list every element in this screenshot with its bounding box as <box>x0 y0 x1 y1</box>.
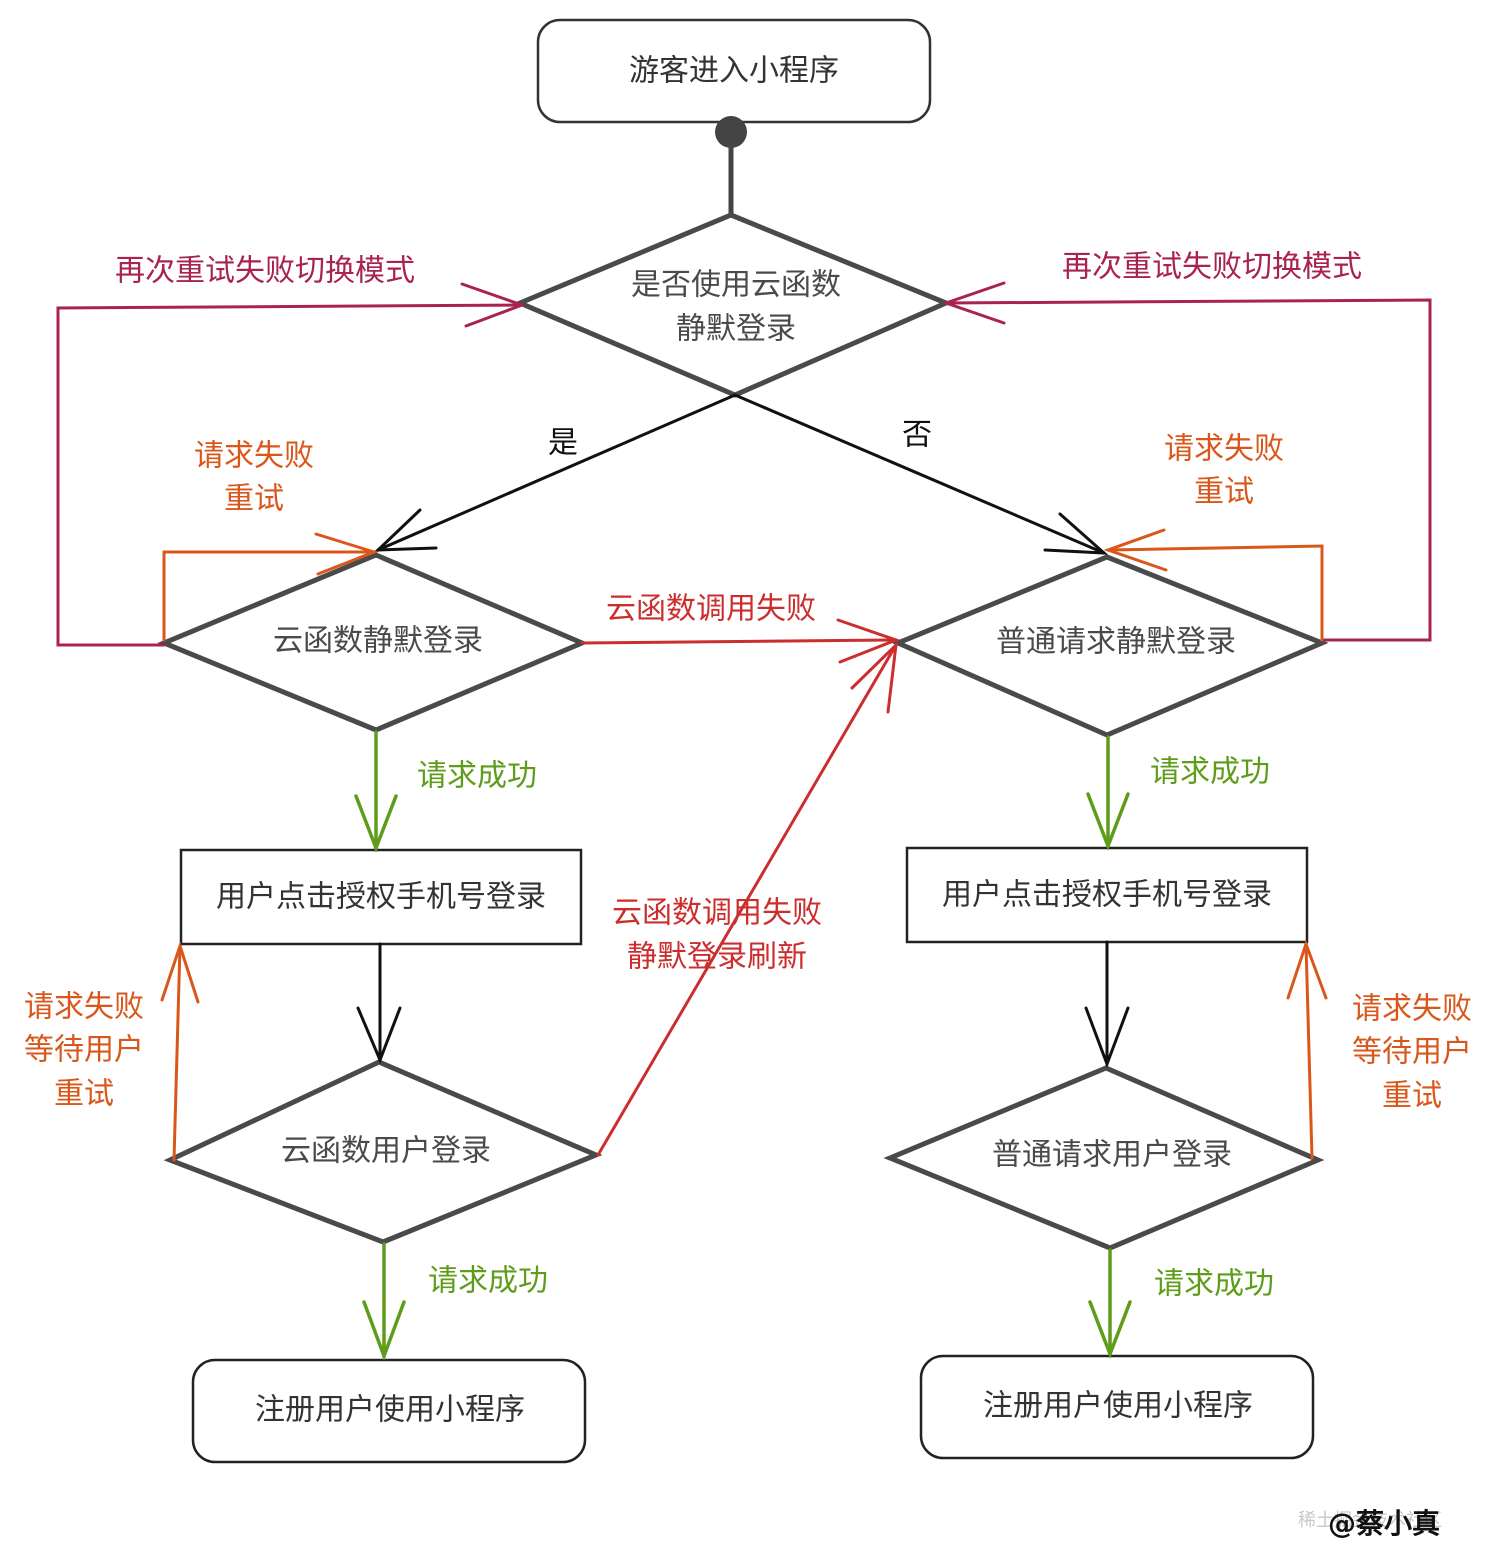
switch-mode-right-line <box>941 281 1432 642</box>
fail-retry-left-line1: 请求失败 <box>194 439 314 474</box>
wait-retry-left-line1: 请求失败 <box>24 990 144 1025</box>
cloud-fail-refresh-line1: 云函数调用失败 <box>612 896 822 931</box>
retry-loop-left <box>162 532 379 642</box>
register-right-label: 注册用户使用小程序 <box>983 1389 1253 1424</box>
yes-label: 是 <box>548 426 578 461</box>
normal-user-diamond <box>883 1065 1325 1251</box>
success-arrow-1 <box>354 730 398 853</box>
wait-retry-right-line2: 等待用户 <box>1352 1035 1472 1070</box>
signature: @蔡小真 <box>1328 1507 1440 1540</box>
wait-retry-right-arrow <box>1286 939 1328 1160</box>
success-label-4: 请求成功 <box>1154 1267 1274 1302</box>
wait-retry-right-line1: 请求失败 <box>1352 992 1472 1027</box>
cloud-user-diamond <box>163 1059 603 1245</box>
wait-retry-left-arrow <box>160 941 200 1162</box>
register-box-left <box>191 1358 587 1464</box>
decision-label-line2: 静默登录 <box>676 312 796 347</box>
switch-mode-right-label: 再次重试失败切换模式 <box>1062 250 1362 285</box>
success-label-2: 请求成功 <box>1150 755 1270 790</box>
no-label: 否 <box>902 418 932 453</box>
cloud-fail-label: 云函数调用失败 <box>606 592 816 627</box>
success-arrow-2 <box>1086 735 1130 851</box>
normal-silent-label: 普通请求静默登录 <box>996 625 1236 660</box>
switch-mode-left-label: 再次重试失败切换模式 <box>115 254 415 289</box>
decision-cloud-diamond <box>513 212 953 398</box>
no-arrow <box>733 393 1109 555</box>
retry-loop-right <box>1103 528 1324 642</box>
cloud-silent-diamond <box>157 552 589 733</box>
normal-silent-diamond <box>891 554 1329 738</box>
fail-retry-right-line1: 请求失败 <box>1164 432 1284 467</box>
wait-retry-left-line2: 等待用户 <box>24 1033 144 1068</box>
success-arrow-4 <box>1088 1248 1132 1359</box>
auth-left-down-arrow <box>356 942 402 1065</box>
cloud-fail-refresh-line2: 静默登录刷新 <box>627 940 807 975</box>
success-label-1: 请求成功 <box>417 759 537 794</box>
wait-retry-right-line3: 重试 <box>1382 1079 1442 1114</box>
fail-retry-left-line2: 重试 <box>224 482 284 517</box>
normal-user-label: 普通请求用户登录 <box>992 1138 1232 1173</box>
decision-label-line1: 是否使用云函数 <box>631 268 841 303</box>
auth-left-label: 用户点击授权手机号登录 <box>216 880 546 915</box>
fail-retry-right-line2: 重试 <box>1194 475 1254 510</box>
auth-right-label: 用户点击授权手机号登录 <box>942 878 1272 913</box>
switch-mode-left-line <box>56 282 527 647</box>
wait-retry-left-line3: 重试 <box>54 1077 114 1112</box>
cloud-fail-refresh-arrow <box>596 640 898 1157</box>
cloud-silent-label: 云函数静默登录 <box>273 624 483 659</box>
cloud-fail-arrow <box>580 618 901 664</box>
success-label-3: 请求成功 <box>428 1264 548 1299</box>
register-box-right <box>919 1354 1315 1460</box>
register-left-label: 注册用户使用小程序 <box>255 1393 525 1428</box>
yes-arrow <box>374 393 737 552</box>
success-arrow-3 <box>362 1242 406 1362</box>
cloud-user-label: 云函数用户登录 <box>281 1134 491 1169</box>
watermark: 稀土掘金技术社区 <box>1298 1510 1442 1531</box>
auth-right-down-arrow <box>1084 940 1130 1069</box>
start-label: 游客进入小程序 <box>629 54 839 89</box>
auth-box-right <box>905 846 1309 944</box>
